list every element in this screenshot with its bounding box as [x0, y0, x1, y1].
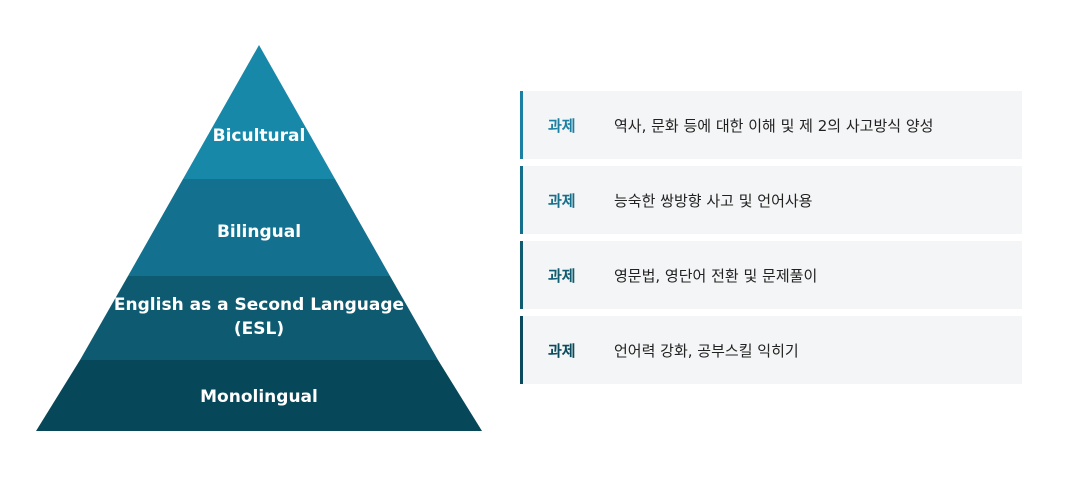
card-accent-bar [520, 241, 523, 309]
task-tag: 과제 [548, 266, 576, 285]
task-tag: 과제 [548, 191, 576, 210]
pyramid-tier-esl [80, 276, 438, 360]
task-description: 역사, 문화 등에 대한 이해 및 제 2의 사고방식 양성 [614, 116, 934, 135]
task-description: 능숙한 쌍방향 사고 및 언어사용 [614, 191, 813, 210]
task-card-3: 과제 영문법, 영단어 전환 및 문제풀이 [520, 241, 1022, 309]
tier-label-monolingual: Monolingual [200, 387, 318, 407]
task-description: 영문법, 영단어 전환 및 문제풀이 [614, 266, 818, 285]
task-card-1: 과제 역사, 문화 등에 대한 이해 및 제 2의 사고방식 양성 [520, 91, 1022, 159]
task-tag: 과제 [548, 341, 576, 360]
tier-label-bilingual: Bilingual [216, 222, 302, 242]
card-accent-bar [520, 166, 523, 234]
pyramid-diagram [36, 45, 482, 431]
task-card-4: 과제 언어력 강화, 공부스킬 익히기 [520, 316, 1022, 384]
task-tag: 과제 [548, 116, 576, 135]
pyramid-tier-monolingual [36, 360, 482, 431]
card-accent-bar [520, 91, 523, 159]
tier-label-esl: English as a Second Language (ESL) [113, 295, 405, 339]
task-card-2: 과제 능숙한 쌍방향 사고 및 언어사용 [520, 166, 1022, 234]
card-accent-bar [520, 316, 523, 384]
pyramid-tier-bilingual [128, 179, 390, 276]
tier-label-bicultural: Bicultural [212, 126, 306, 146]
pyramid-tier-bicultural [183, 45, 335, 179]
task-description: 언어력 강화, 공부스킬 익히기 [614, 341, 799, 360]
